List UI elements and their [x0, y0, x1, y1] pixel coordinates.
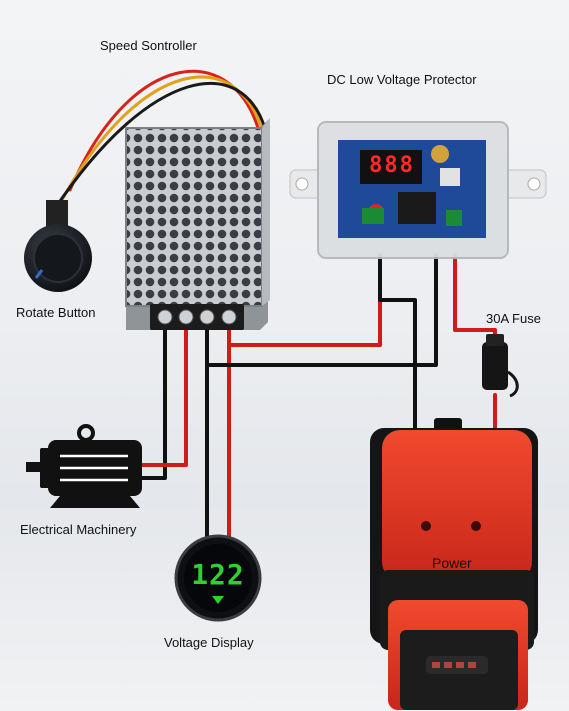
protector-battery-black	[378, 253, 417, 452]
voltmeter-icon	[174, 534, 262, 622]
motor-wire-red	[138, 320, 188, 467]
dc-protector-label: DC Low Voltage Protector	[327, 72, 477, 87]
rotate-knob-icon	[24, 200, 92, 292]
speed-controller-label: Speed Sontroller	[100, 38, 197, 53]
motor-icon	[26, 424, 142, 508]
wires	[52, 69, 497, 542]
rotate-button-label: Rotate Button	[16, 305, 96, 320]
protector-display: 888	[369, 153, 415, 178]
speed-controller-icon	[125, 118, 270, 330]
pot-wire-black	[52, 82, 268, 212]
pot-wire-yellow	[60, 75, 264, 202]
voltmeter-reading: 122	[191, 558, 245, 591]
protector-fuse-red	[453, 253, 497, 347]
fuse-label: 30A Fuse	[486, 311, 541, 326]
battery-pack-icon	[370, 418, 538, 710]
dc-protector-icon	[289, 121, 547, 259]
fuse-holder-icon	[482, 334, 519, 398]
ctrl-protector-black	[205, 253, 438, 367]
pot-wire-red	[68, 69, 260, 192]
power-label: Power	[432, 555, 472, 571]
electrical-machinery-label: Electrical Machinery	[20, 522, 137, 537]
motor-wire-black	[138, 320, 167, 480]
voltage-display-label: Voltage Display	[164, 635, 254, 650]
